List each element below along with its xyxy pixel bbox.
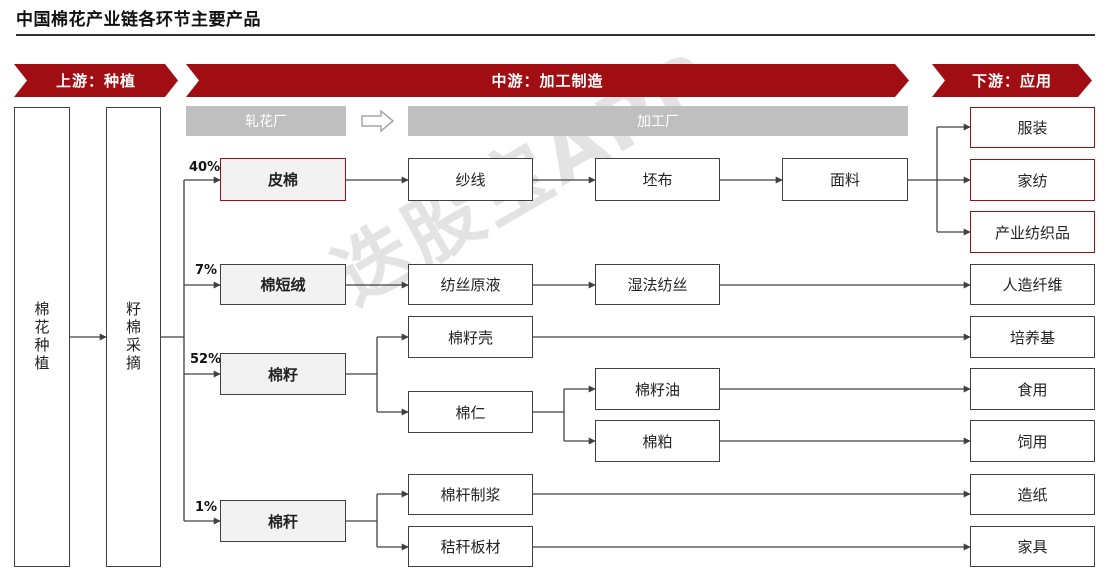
industrial-textile-box: 产业纺织品 xyxy=(970,211,1095,253)
cottonseed-hull-box: 棉籽壳 xyxy=(408,316,533,358)
furniture-box: 家具 xyxy=(970,526,1095,567)
stage-downstream-label: 下游：应用 xyxy=(971,72,1052,90)
chart-title: 中国棉花产业链各环节主要产品 xyxy=(16,10,261,30)
stage-midstream-label: 中游：加工制造 xyxy=(491,72,604,90)
hollow-arrow-icon xyxy=(361,109,395,133)
seed-box: 棉籽 xyxy=(220,353,346,395)
spinning-dope-box: 纺丝原液 xyxy=(408,264,533,305)
stage-midstream-arrow xyxy=(186,64,909,97)
cottonseed-oil-box: 棉籽油 xyxy=(595,368,720,410)
kernel-box: 棉仁 xyxy=(408,391,533,433)
stage-downstream-arrow xyxy=(932,64,1092,97)
seed-cotton-picking-box: 籽棉采摘 xyxy=(106,107,161,567)
stalk-pct: 1% xyxy=(195,500,218,515)
linter-box: 棉短绒 xyxy=(220,264,346,305)
culture-medium-box: 培养基 xyxy=(970,316,1095,358)
edible-box: 食用 xyxy=(970,368,1095,410)
paper-box: 造纸 xyxy=(970,474,1095,515)
stalk-box: 棉秆 xyxy=(220,500,346,542)
fabric-box: 面料 xyxy=(782,158,908,201)
greige-cloth-box: 坯布 xyxy=(595,158,720,201)
title-underline xyxy=(16,34,1095,36)
processing-factory-bar: 加工厂 xyxy=(408,106,908,136)
straw-board-box: 秸秆板材 xyxy=(408,526,533,567)
lint-box: 皮棉 xyxy=(220,158,346,201)
stage-upstream-label: 上游：种植 xyxy=(55,72,136,90)
home-textile-box: 家纺 xyxy=(970,159,1095,201)
apparel-box: 服装 xyxy=(970,107,1095,148)
feed-box: 饲用 xyxy=(970,420,1095,462)
rayon-box: 人造纤维 xyxy=(970,264,1095,305)
wet-spinning-box: 湿法纺丝 xyxy=(595,264,720,305)
stage-upstream-arrow xyxy=(14,64,178,97)
cotton-planting-box: 棉花种植 xyxy=(14,107,70,567)
cottonseed-meal-box: 棉粕 xyxy=(595,420,720,462)
lint-pct: 40% xyxy=(189,160,221,175)
stalk-pulp-box: 棉杆制浆 xyxy=(408,474,533,515)
yarn-box: 纱线 xyxy=(408,158,533,201)
seed-pct: 52% xyxy=(190,352,222,367)
ginning-factory-bar: 轧花厂 xyxy=(186,106,346,136)
linter-pct: 7% xyxy=(195,263,218,278)
